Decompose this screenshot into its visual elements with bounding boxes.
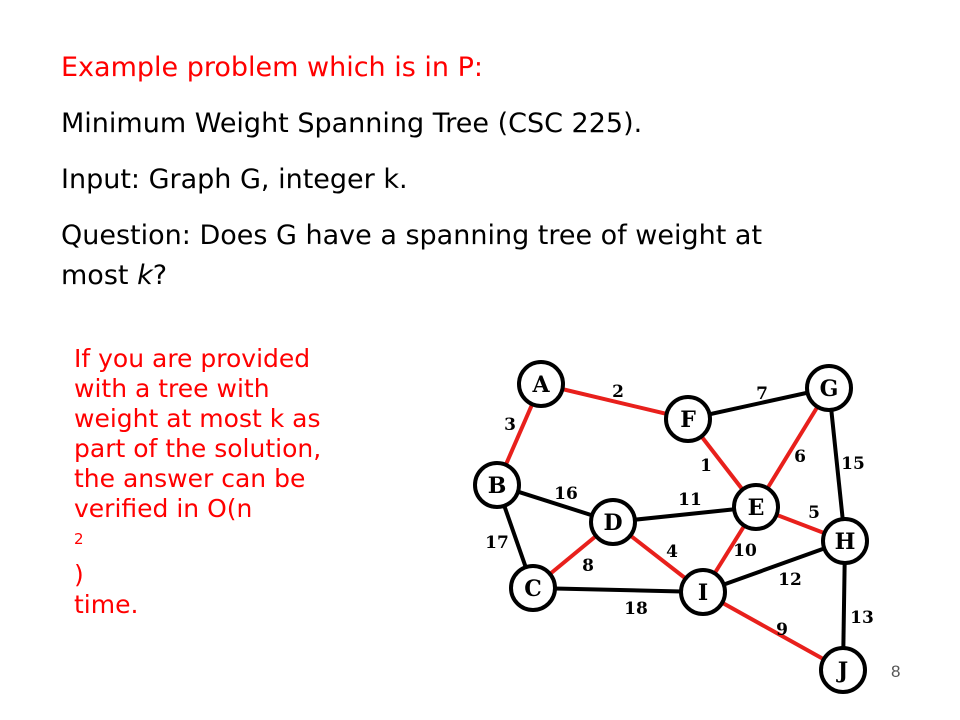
note-text: verified in O(n <box>74 494 253 523</box>
node-h <box>821 517 869 565</box>
problem-question: Question: Does G have a spanning tree of… <box>61 220 763 251</box>
weight-b-c: 17 <box>485 533 509 553</box>
weight-h-j: 13 <box>850 608 874 628</box>
node-b <box>473 461 521 509</box>
note-paren: ) <box>74 560 84 590</box>
note-exponent: 2 <box>74 530 84 548</box>
heading-line: Example problem which is in P: <box>61 52 483 83</box>
problem-name: Minimum Weight Spanning Tree (CSC 225). <box>61 108 643 139</box>
node-j <box>819 646 867 694</box>
edge-g-h <box>827 387 847 542</box>
weight-g-e: 6 <box>794 447 806 467</box>
weight-d-i: 4 <box>666 542 678 562</box>
page-number: 8 <box>891 662 901 681</box>
node-e <box>732 483 780 531</box>
edge-f-g <box>687 386 830 421</box>
question-text-b: ? <box>152 260 168 291</box>
question-text-a: most <box>61 260 138 291</box>
node-label-j: J <box>836 658 848 684</box>
weight-f-g: 7 <box>756 384 768 404</box>
weight-i-h: 12 <box>778 570 802 590</box>
weight-g-h: 15 <box>841 454 865 474</box>
node-label-b: B <box>488 473 507 499</box>
weight-e-h: 5 <box>808 503 820 523</box>
note-line: weight at most k as <box>74 404 321 433</box>
node-d <box>589 498 637 546</box>
note-line: If you are provided <box>74 344 311 373</box>
question-k: k <box>137 260 153 291</box>
weight-d-c: 8 <box>582 556 594 576</box>
weight-a-b: 3 <box>504 415 516 435</box>
node-i <box>679 568 727 616</box>
node-label-a: A <box>531 372 550 398</box>
node-label-h: H <box>835 529 856 555</box>
node-label-g: G <box>820 376 839 402</box>
weight-c-i: 18 <box>624 599 648 619</box>
note-line: part of the solution, <box>74 434 322 463</box>
node-c <box>509 564 557 612</box>
edge-i-j <box>702 590 844 672</box>
weight-e-i: 10 <box>733 541 757 561</box>
graph-nodes: A B C D E F G H I J <box>473 360 869 694</box>
edge-i-h <box>702 539 846 594</box>
node-f <box>664 395 712 443</box>
weight-b-d: 16 <box>554 484 578 504</box>
note-line: time. <box>74 590 139 620</box>
node-a <box>517 360 565 408</box>
edge-a-f <box>540 382 689 421</box>
note-line: verified in O(n 2) <box>74 494 394 590</box>
weight-d-e: 11 <box>678 490 702 510</box>
problem-question-continued: most k? <box>61 260 167 292</box>
node-label-f: F <box>680 407 696 433</box>
node-label-i: I <box>698 580 708 606</box>
verification-note: If you are provided with a tree with wei… <box>74 344 394 620</box>
note-line: with a tree with <box>74 374 270 403</box>
problem-input: Input: Graph G, integer k. <box>61 164 408 195</box>
node-label-e: E <box>748 495 765 521</box>
node-label-c: C <box>524 576 542 602</box>
weight-f-e: 1 <box>700 456 712 476</box>
weight-a-f: 2 <box>612 382 624 402</box>
node-g <box>805 364 853 412</box>
weight-i-j: 9 <box>776 620 788 640</box>
node-label-d: D <box>603 510 622 536</box>
note-line: the answer can be <box>74 464 306 493</box>
edge-c-i <box>532 586 704 594</box>
